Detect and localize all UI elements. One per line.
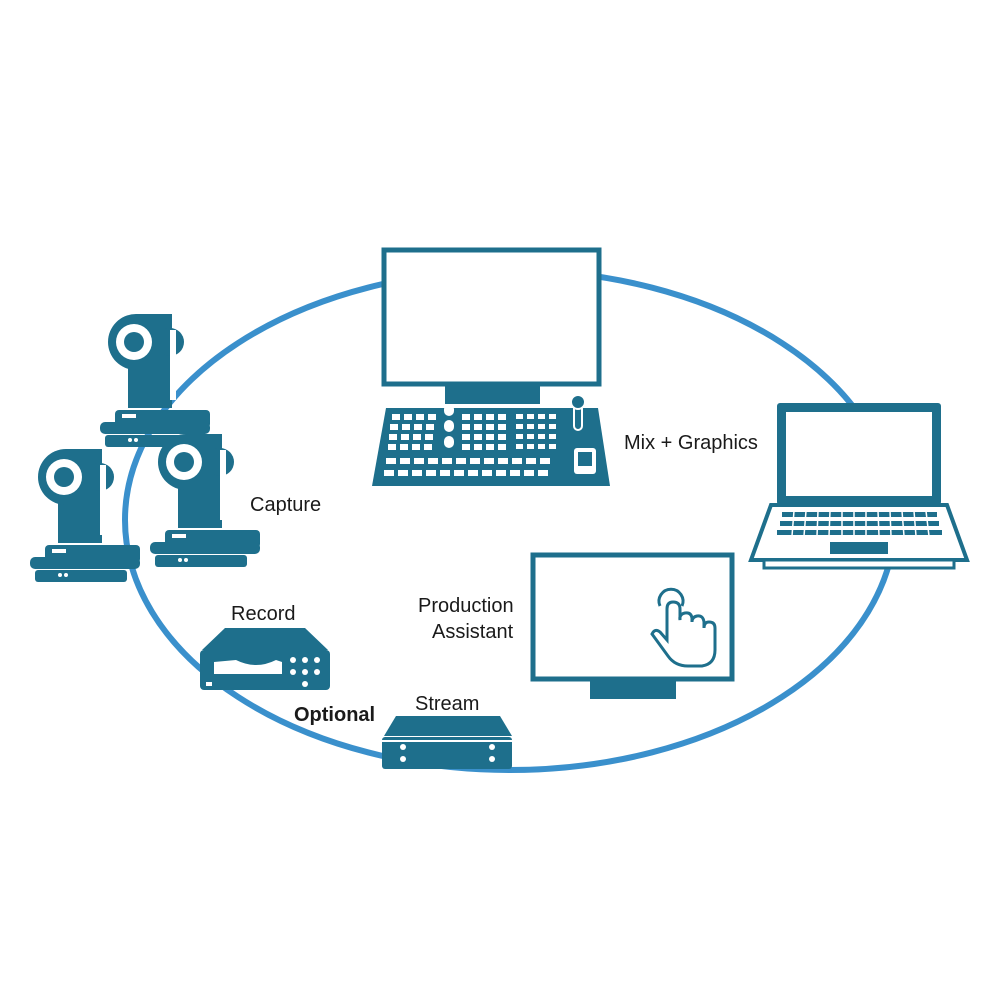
switcher-console-icon (372, 394, 610, 486)
stream-label: Stream (415, 693, 479, 715)
streamer-icon (382, 716, 512, 769)
capture-label: Capture (250, 494, 321, 516)
ptz-camera-icon (150, 434, 260, 567)
production-assistant-label-line2: Assistant (432, 621, 514, 643)
production-assistant-label-line1: Production (418, 595, 514, 617)
optional-label: Optional (294, 704, 375, 726)
mix-graphics-label: Mix + Graphics (624, 432, 758, 454)
monitor-icon (381, 247, 602, 404)
recorder-icon (200, 628, 330, 690)
hand-touch-icon (650, 587, 717, 668)
laptop-icon (748, 403, 970, 570)
record-label: Record (231, 603, 295, 625)
touch-display-icon (530, 552, 735, 699)
